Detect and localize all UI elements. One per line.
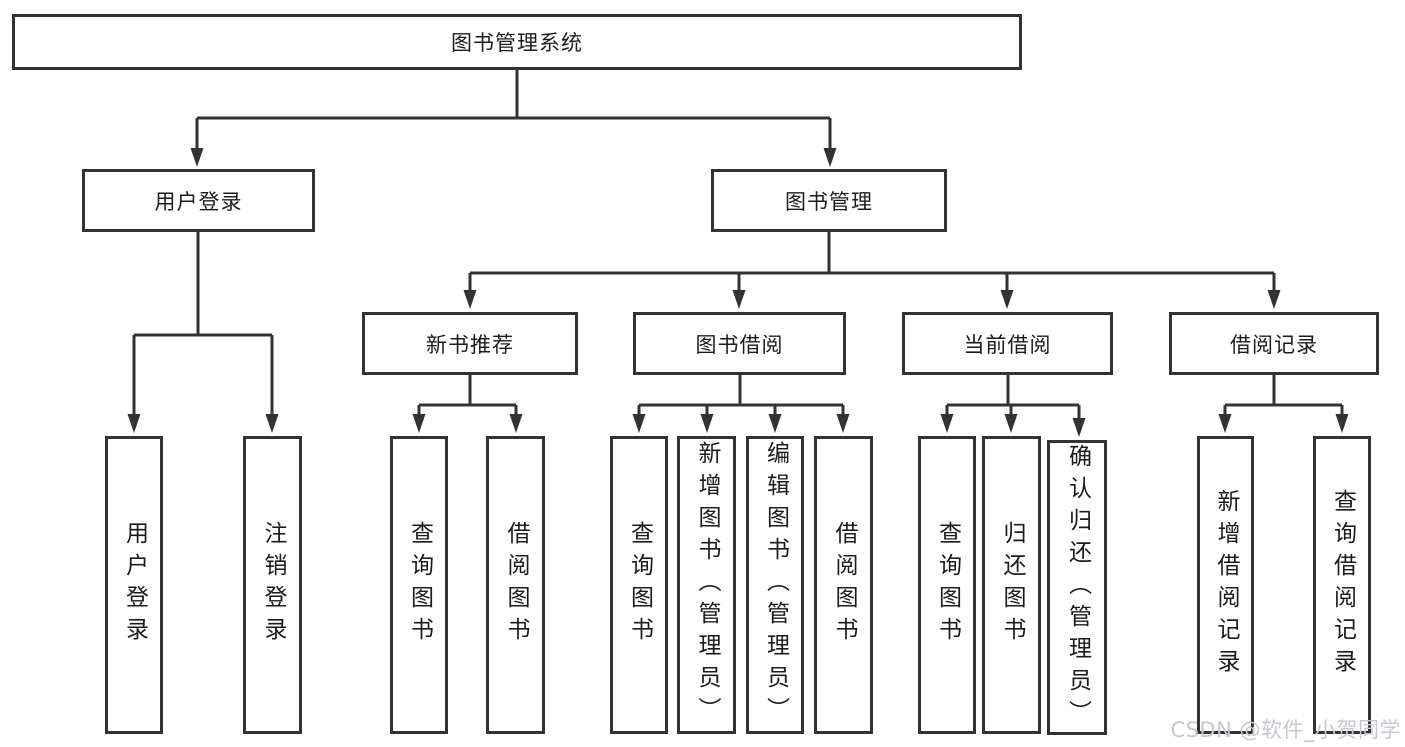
arrowhead-icon — [190, 148, 204, 167]
node-label: 查询图书 — [626, 521, 653, 649]
arrowhead-icon — [836, 414, 850, 433]
node-label: 确认归还（管理员） — [1064, 443, 1091, 732]
node-label: 图书管理系统 — [451, 31, 583, 55]
arrowhead-icon — [1000, 290, 1014, 309]
arrowhead-icon — [1072, 418, 1086, 437]
node-label: 图书管理 — [785, 189, 873, 214]
connector-root-to-level2 — [195, 70, 832, 153]
node-label: 查询图书 — [406, 521, 433, 649]
node-library-management-system: 图书管理系统 — [12, 14, 1022, 70]
arrowhead-icon — [1004, 414, 1018, 433]
leaf-user-login: 用户登录 — [105, 436, 163, 734]
node-label: 借阅记录 — [1230, 332, 1318, 357]
arrowhead-icon — [700, 414, 714, 433]
csdn-watermark: CSDN @软件_小贺同学 — [1170, 718, 1401, 742]
leaf-add-borrow-record: 新增借阅记录 — [1197, 436, 1254, 734]
leaf-query-borrow-record: 查询借阅记录 — [1313, 436, 1371, 734]
leaf-borrow-books-2: 借阅图书 — [814, 436, 873, 734]
node-borrow-records: 借阅记录 — [1169, 312, 1379, 375]
arrowhead-icon — [1218, 414, 1232, 433]
node-label: 归还图书 — [999, 521, 1025, 649]
node-label: 注销登录 — [260, 521, 286, 649]
connector-book-borrow-to-children — [637, 375, 845, 419]
leaf-query-books-1: 查询图书 — [390, 436, 448, 734]
arrowhead-icon — [732, 290, 746, 309]
arrowhead-icon — [940, 414, 954, 433]
node-label: 新增借阅记录 — [1213, 489, 1239, 681]
leaf-confirm-return-admin: 确认归还（管理员） — [1047, 440, 1107, 735]
leaf-edit-books-admin: 编辑图书（管理员） — [746, 436, 804, 734]
connector-borrow-records-to-children — [1223, 375, 1344, 419]
arrowhead-icon — [823, 148, 837, 167]
arrowhead-icon — [509, 414, 523, 433]
connector-user-login-to-children — [132, 232, 274, 419]
leaf-query-books-3: 查询图书 — [918, 436, 976, 734]
leaf-query-books-2: 查询图书 — [610, 436, 668, 734]
connector-current-borrow-to-children — [945, 375, 1081, 423]
connector-book-management-to-sections — [468, 232, 1276, 295]
node-label: 用户登录 — [154, 189, 243, 214]
leaf-return-books: 归还图书 — [982, 436, 1041, 734]
leaf-logout: 注销登录 — [243, 436, 302, 734]
leaf-add-books-admin: 新增图书（管理员） — [677, 436, 736, 734]
arrowhead-icon — [127, 414, 141, 433]
arrowhead-icon — [768, 414, 782, 433]
node-label: 编辑图书（管理员） — [762, 441, 789, 729]
node-label: 用户登录 — [121, 521, 148, 649]
node-label: 查询借阅记录 — [1329, 489, 1356, 681]
node-current-borrow: 当前借阅 — [902, 312, 1113, 375]
node-label: 查询图书 — [934, 521, 961, 649]
node-new-book-recommend: 新书推荐 — [362, 312, 578, 375]
arrowhead-icon — [632, 414, 646, 433]
node-label: 新书推荐 — [426, 332, 514, 357]
arrowhead-icon — [1267, 290, 1281, 309]
node-label: 当前借阅 — [963, 332, 1052, 357]
node-book-borrow: 图书借阅 — [633, 312, 846, 375]
arrowhead-icon — [412, 414, 426, 433]
node-label: 借阅图书 — [503, 521, 529, 649]
node-user-login-group: 用户登录 — [82, 169, 315, 232]
arrowhead-icon — [1335, 414, 1349, 433]
node-label: 借阅图书 — [831, 521, 857, 649]
connector-new-book-to-children — [417, 375, 518, 419]
leaf-borrow-books-1: 借阅图书 — [486, 436, 545, 734]
arrowhead-icon — [463, 290, 477, 309]
node-book-management-group: 图书管理 — [711, 169, 947, 232]
arrowhead-icon — [265, 414, 279, 433]
node-label: 图书借阅 — [695, 332, 784, 357]
node-label: 新增图书（管理员） — [694, 441, 720, 729]
